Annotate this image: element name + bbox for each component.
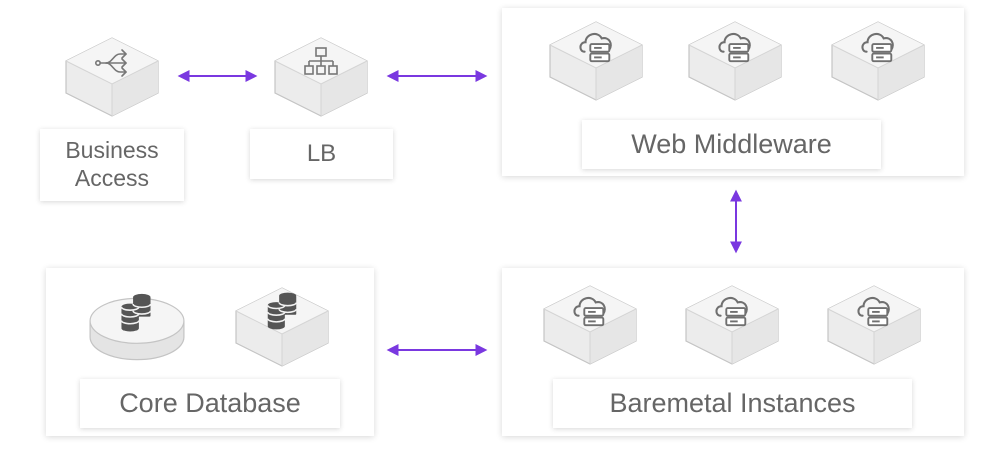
web-middleware-label: Web Middleware [582, 120, 881, 169]
traffic-split-icon [94, 49, 127, 77]
load-balancer-hierarchy-icon [304, 47, 338, 75]
lb-label: LB [250, 129, 393, 179]
business-access-cube[interactable] [62, 36, 162, 118]
lb-cube[interactable] [271, 36, 371, 118]
baremetal-instances-label: Baremetal Instances [553, 379, 912, 428]
core-database-label: Core Database [80, 379, 340, 428]
business-access-label: Business Access [40, 129, 184, 201]
